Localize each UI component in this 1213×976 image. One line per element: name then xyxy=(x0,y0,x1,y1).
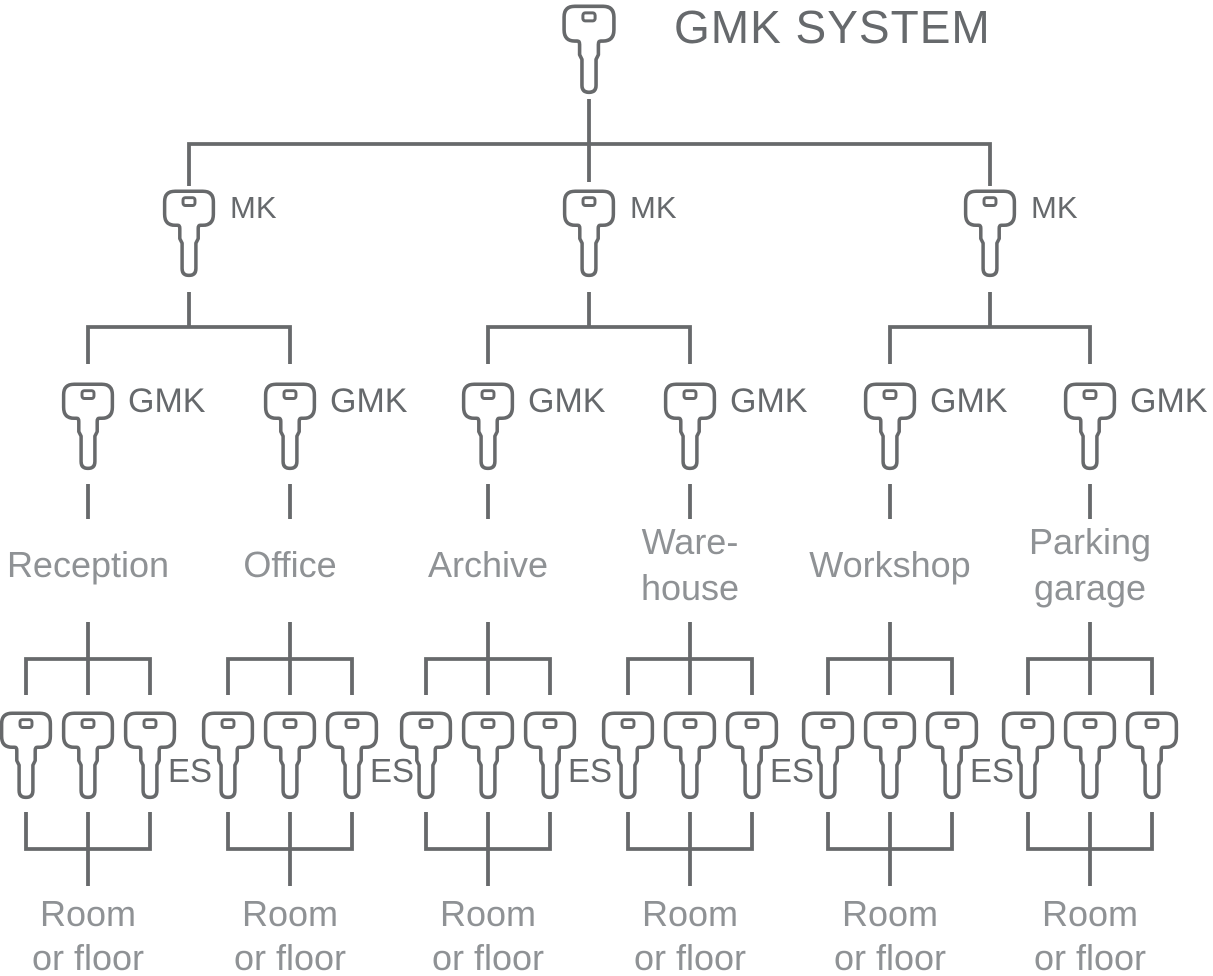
zone-label: Archive xyxy=(427,544,549,585)
zone-label: Ware-house xyxy=(640,521,740,608)
root-connector xyxy=(187,99,992,186)
entrance-key-icon xyxy=(1063,711,1117,800)
group-key-icon xyxy=(1063,382,1117,471)
room-bracket-5 xyxy=(826,812,954,886)
es-label: ES xyxy=(970,752,1015,789)
gmk-label: GMK xyxy=(1130,382,1208,420)
gmk-label: GMK xyxy=(330,382,408,420)
es-label: ES xyxy=(168,752,213,789)
es-label: ES xyxy=(568,752,613,789)
zone-bracket-1 xyxy=(24,622,152,695)
group-key-icon xyxy=(663,382,717,471)
entrance-key-icon xyxy=(461,711,515,800)
group-key-icon xyxy=(863,382,917,471)
gmk-label-dashes xyxy=(86,484,1092,519)
connector-lines xyxy=(24,99,1154,886)
entrance-key-icon xyxy=(663,711,717,800)
room-bracket-2 xyxy=(226,812,354,886)
entrance-key-icon xyxy=(61,711,115,800)
master-key-icon xyxy=(562,189,616,278)
zone-label: Office xyxy=(243,544,337,585)
mk-bracket-2 xyxy=(486,292,692,364)
master-key-icon xyxy=(162,189,216,278)
gmk-label: GMK xyxy=(528,382,606,420)
entrance-key-icon xyxy=(863,711,917,800)
gmk-label: GMK xyxy=(730,382,808,420)
entrance-key-icon xyxy=(263,711,317,800)
zone-label: Workshop xyxy=(809,544,971,585)
room-bracket-6 xyxy=(1026,812,1154,886)
gmk-label: GMK xyxy=(128,382,206,420)
group-key-icon xyxy=(461,382,515,471)
gmk-label: GMK xyxy=(930,382,1008,420)
zone-bracket-4 xyxy=(626,622,754,695)
es-label: ES xyxy=(370,752,415,789)
zone-label: Reception xyxy=(6,544,170,585)
diagram-title: GMK SYSTEM xyxy=(674,1,991,53)
zone-bracket-5 xyxy=(826,622,954,695)
zone-bracket-2 xyxy=(226,622,354,695)
entrance-key-icon xyxy=(0,711,53,800)
entrance-key-icon xyxy=(1125,711,1179,800)
group-key-icon xyxy=(61,382,115,471)
mk-bracket-1 xyxy=(86,292,292,364)
room-bracket-4 xyxy=(626,812,754,886)
group-key-icon xyxy=(263,382,317,471)
room-bracket-3 xyxy=(424,812,552,886)
mk-label: MK xyxy=(1031,190,1078,225)
root-key-icon xyxy=(562,4,616,95)
zone-bracket-6 xyxy=(1026,622,1154,695)
room-bracket-1 xyxy=(24,812,152,886)
es-label: ES xyxy=(770,752,815,789)
mk-bracket-3 xyxy=(888,292,1092,364)
mk-label: MK xyxy=(630,190,677,225)
mk-label: MK xyxy=(230,190,277,225)
zone-bracket-3 xyxy=(424,622,552,695)
master-key-icon xyxy=(963,189,1017,278)
